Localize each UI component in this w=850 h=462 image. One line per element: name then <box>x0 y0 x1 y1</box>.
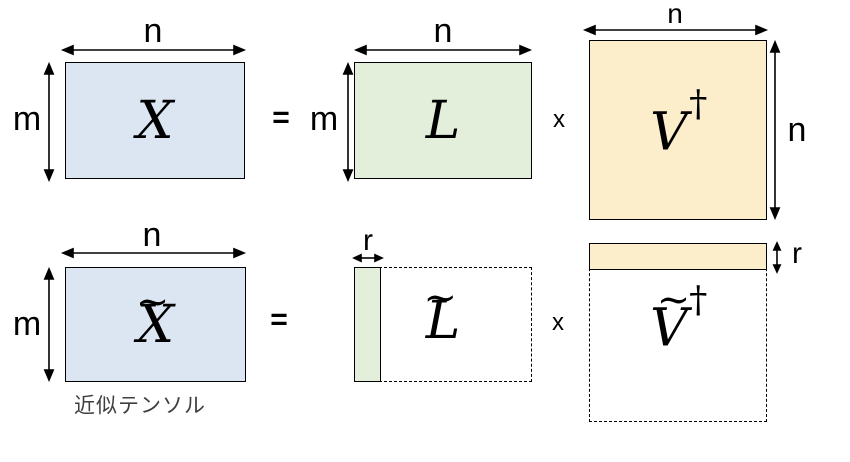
matrix-x-approx-symbol: ~X <box>135 278 175 355</box>
l-approx-rank-label: r <box>363 224 373 257</box>
l-height-arrow <box>342 61 354 183</box>
matrix-x-approx-height-label: m <box>12 305 42 343</box>
matrix-v-width-label: n <box>667 0 683 29</box>
multiply-sign-bottom: x <box>552 309 564 336</box>
tilde-mark: ~ <box>656 276 691 323</box>
matrix-l-width-label: n <box>433 12 453 50</box>
v-height-arrow <box>769 39 781 221</box>
dagger-superscript: † <box>689 277 708 321</box>
matrix-v-height-label: n <box>787 111 807 149</box>
matrix-l-height-label: m <box>309 100 339 138</box>
x-approx-height-arrow <box>43 266 55 383</box>
matrix-x-approx: ~X <box>65 267 246 382</box>
matrix-l: L <box>354 62 532 179</box>
multiply-sign-top: x <box>553 106 565 133</box>
matrix-v-approx-strip <box>589 243 767 270</box>
matrix-x-width-label: n <box>143 12 163 50</box>
matrix-v-dagger: V† <box>589 40 767 220</box>
matrix-l-symbol: L <box>425 90 461 151</box>
equals-sign-bottom: = <box>270 303 288 336</box>
matrix-x-height-label: m <box>12 100 42 138</box>
v-approx-rank-label: r <box>792 237 802 270</box>
matrix-v-symbol: V† <box>650 82 708 163</box>
x-height-arrow <box>43 61 55 183</box>
matrix-x-approx-width-label: n <box>142 216 162 254</box>
matrix-l-approx-outline: ~L <box>354 267 532 382</box>
tilde-mark: ~ <box>135 278 170 325</box>
matrix-v-approx-outline: ~V† <box>589 243 767 422</box>
equals-sign-top: = <box>272 101 290 134</box>
v-approx-rank-arrow <box>772 241 782 274</box>
matrix-l-approx-symbol: ~L <box>423 274 461 351</box>
tilde-mark: ~ <box>423 274 457 321</box>
approx-tensor-caption: 近似テンソル <box>74 393 206 418</box>
matrix-v-approx-symbol: ~V† <box>650 276 708 359</box>
matrix-x-symbol: X <box>136 90 174 151</box>
matrix-x: X <box>65 62 245 179</box>
matrix-l-approx-strip <box>354 267 381 382</box>
dagger-superscript: † <box>689 82 708 126</box>
